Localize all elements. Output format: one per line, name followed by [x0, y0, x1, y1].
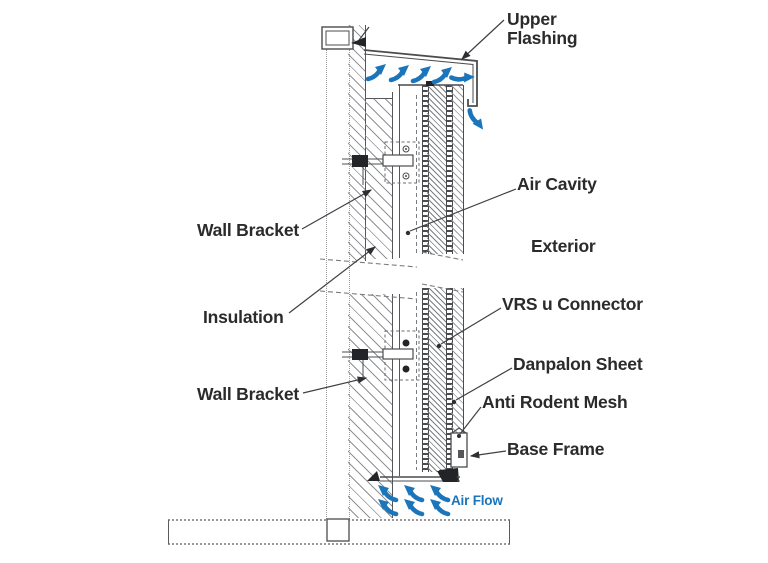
column-slab-crossing	[326, 518, 350, 542]
leader-danpalon-sheet	[455, 367, 513, 401]
leader-dots	[405, 230, 461, 438]
airflow-arrows-top	[368, 64, 485, 130]
wall-column	[326, 49, 350, 519]
section-break-lines	[319, 251, 464, 300]
leader-lines	[288, 19, 517, 459]
label-insulation: Insulation	[203, 307, 284, 327]
label-vrs-connector: VRS u Connector	[502, 294, 643, 314]
cap-fastener-icon	[351, 26, 370, 47]
leader-vrs-connector	[440, 307, 502, 345]
upper-flashing-profile	[363, 49, 478, 107]
panel-top-clamp-icon	[426, 81, 434, 86]
insulation-upper	[365, 98, 393, 259]
leader-anti-rodent-mesh	[459, 406, 482, 435]
vrs-connector-lower	[427, 288, 446, 472]
parapet-cap-icon	[321, 26, 354, 50]
label-anti-rodent-mesh: Anti Rodent Mesh	[482, 392, 628, 412]
label-wall-bracket-lower: Wall Bracket	[197, 384, 299, 404]
wall-bracket-upper-icon	[342, 141, 420, 185]
leader-upper-flashing	[461, 19, 505, 60]
label-exterior: Exterior	[531, 236, 596, 256]
label-wall-bracket-upper: Wall Bracket	[197, 220, 299, 240]
leader-base-frame	[469, 450, 507, 459]
vrs-connector-upper	[427, 85, 446, 254]
leader-air-cavity	[409, 188, 517, 232]
substructure-profile-lines	[392, 84, 417, 476]
label-air-flow: Air Flow	[451, 493, 503, 508]
leader-wall-bracket-upper	[301, 189, 373, 230]
leader-insulation	[288, 246, 376, 314]
label-air-cavity: Air Cavity	[517, 174, 597, 194]
airflow-exit-arrow-icon	[468, 110, 485, 129]
label-base-frame: Base Frame	[507, 439, 605, 459]
leader-wall-bracket-lower	[302, 376, 368, 394]
wall-bracket-lower-icon	[342, 330, 420, 381]
label-danpalon-sheet: Danpalon Sheet	[513, 354, 643, 374]
danpalon-sheet-upper	[451, 85, 464, 254]
airflow-arrows-bottom	[378, 485, 448, 514]
cavity-bottom-closure	[367, 469, 460, 482]
label-upper-flashing: Upper Flashing	[507, 9, 578, 48]
